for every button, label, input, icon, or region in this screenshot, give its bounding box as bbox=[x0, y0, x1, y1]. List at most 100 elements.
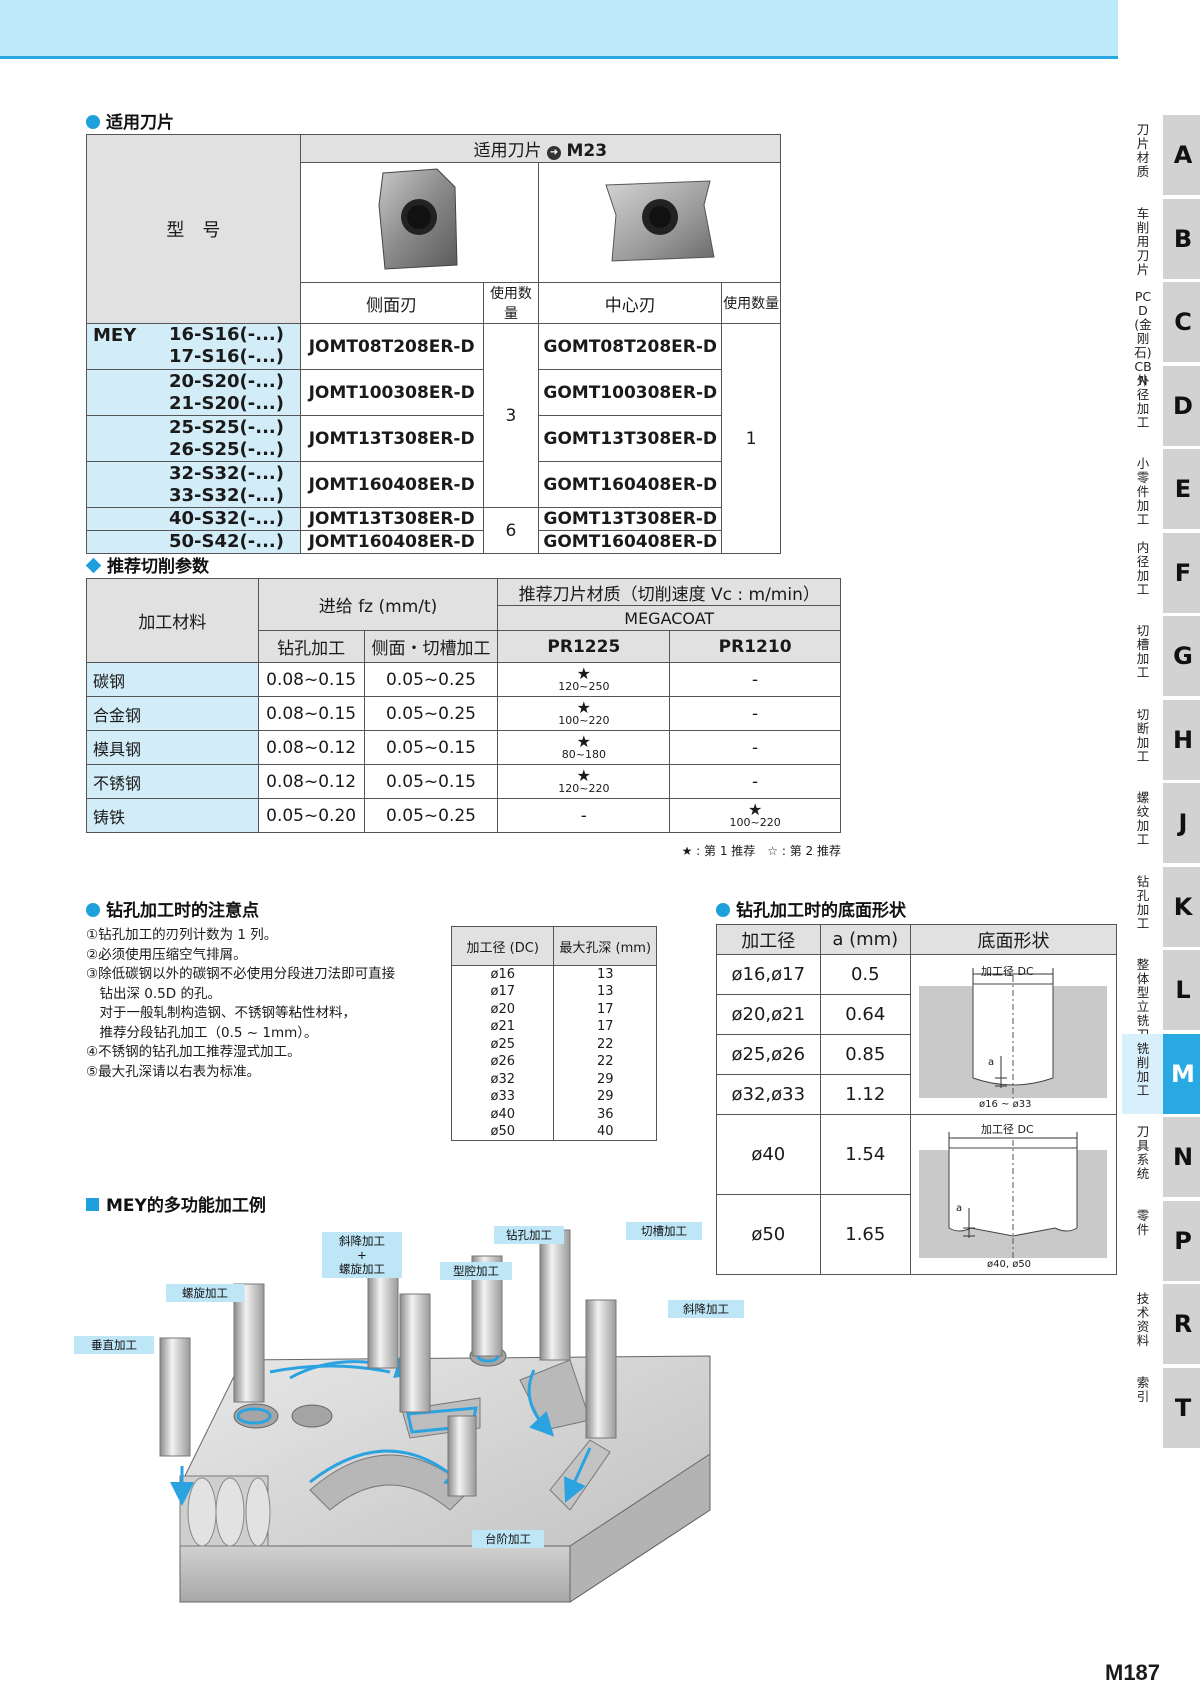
index-tab-g[interactable]: G bbox=[1163, 616, 1200, 696]
model-cell: MEY 16-S16(-...)17-S16(-...) bbox=[86, 323, 301, 370]
label-pocket: 型腔加工 bbox=[440, 1262, 512, 1280]
bullet-dot-icon bbox=[86, 903, 100, 917]
bottom-shape-diagram-small: 加工径 DC a ø16 ~ ø33 bbox=[910, 954, 1117, 1115]
diagram-a-label: a bbox=[956, 1203, 963, 1214]
side-insert-code: JOMT13T308ER-D bbox=[299, 415, 484, 462]
depth-max-cell: 13 bbox=[553, 983, 657, 1001]
index-tab-r[interactable]: R bbox=[1163, 1284, 1200, 1364]
star-legend: ★ : 第 1 推荐 ☆ : 第 2 推荐 bbox=[681, 844, 841, 858]
diagram-dc-label: 加工径 DC bbox=[981, 1123, 1034, 1136]
depth-col-dia: 加工径 (DC) bbox=[450, 926, 555, 966]
section-title-multifunction: MEY的多功能加工例 bbox=[86, 1191, 266, 1216]
index-tab-label: 钻孔加工 bbox=[1136, 873, 1150, 931]
grade1-cell: ★120~250 bbox=[497, 662, 671, 697]
index-tab-f[interactable]: F bbox=[1163, 532, 1200, 613]
index-tab-label: 螺纹加工 bbox=[1136, 790, 1150, 847]
note-line: ③除低碳钢以外的碳钢不必使用分段进刀法即可直接 bbox=[86, 966, 396, 982]
feed-drill-cell: 0.08~0.15 bbox=[257, 696, 365, 731]
index-tab-t[interactable]: T bbox=[1163, 1367, 1200, 1448]
bottom-shape-large-icon bbox=[919, 1131, 1107, 1261]
center-insert-code: GOMT13T308ER-D bbox=[538, 507, 723, 531]
feed-side-cell: 0.05~0.15 bbox=[363, 730, 499, 765]
grade-header: 推荐刀片材质（切削速度 Vc : m/min） bbox=[497, 578, 841, 606]
material-cell: 模具钢 bbox=[86, 730, 259, 765]
index-tab-m[interactable]: M bbox=[1163, 1033, 1200, 1114]
model-code: 17-S16(-...) bbox=[169, 346, 284, 367]
grade1-cell: ★120~220 bbox=[497, 764, 671, 799]
depth-max-cell: 29 bbox=[553, 1070, 657, 1088]
index-tab-h[interactable]: H bbox=[1163, 699, 1200, 780]
index-tab-e[interactable]: E bbox=[1163, 449, 1200, 529]
index-tab-label: 铣削加工 bbox=[1136, 1040, 1150, 1098]
grade2-cell: ★100~220 bbox=[669, 798, 841, 833]
shape-dia-cell: ø20,ø21 bbox=[716, 994, 821, 1035]
speed-value: 100~220 bbox=[729, 815, 781, 829]
bottom-shape-small-icon bbox=[919, 967, 1107, 1101]
feed-side-header: 侧面・切槽加工 bbox=[363, 630, 499, 663]
depth-max-cell: 17 bbox=[553, 1018, 657, 1036]
depth-dia-cell: ø25 bbox=[450, 1035, 555, 1053]
grade1-cell: ★80~180 bbox=[497, 730, 671, 765]
side-insert-code: JOMT13T308ER-D bbox=[299, 507, 484, 531]
label-drill: 钻孔加工 bbox=[494, 1226, 564, 1244]
index-tab-a[interactable]: A bbox=[1163, 115, 1200, 195]
depth-dia-cell: ø26 bbox=[450, 1053, 555, 1071]
depth-max-cell: 13 bbox=[553, 965, 657, 983]
material-cell: 碳钢 bbox=[86, 662, 259, 697]
center-insert-image bbox=[538, 162, 781, 283]
index-tab-p[interactable]: P bbox=[1163, 1200, 1200, 1281]
star-icon: ★ bbox=[576, 765, 592, 785]
multifunction-illustration bbox=[159, 1229, 711, 1603]
index-tab-label: 零件 bbox=[1136, 1207, 1150, 1237]
model-cell: 50-S42(-...) bbox=[86, 530, 301, 554]
note-line: ⑤最大孔深请以右表为标准。 bbox=[86, 1063, 261, 1080]
depth-dia-cell: ø40 bbox=[450, 1105, 555, 1123]
material-cell: 不锈钢 bbox=[86, 764, 259, 799]
index-tab-label: PCD(金刚石) CBN bbox=[1134, 289, 1152, 388]
material-header: 加工材料 bbox=[86, 578, 259, 663]
coating-header: MEGACOAT bbox=[497, 605, 841, 631]
shape-a-cell: 1.65 bbox=[819, 1194, 912, 1275]
index-tab-m-highlight bbox=[1122, 1033, 1163, 1114]
index-tab-c[interactable]: C bbox=[1163, 282, 1200, 362]
note-line: 推荐分段钻孔加工（0.5 ~ 1mm）。 bbox=[86, 1024, 318, 1041]
index-tab-k[interactable]: K bbox=[1163, 866, 1200, 947]
page-number: M187 bbox=[1105, 1660, 1161, 1685]
index-tab-j[interactable]: J bbox=[1163, 783, 1200, 863]
index-tab-l[interactable]: L bbox=[1163, 950, 1200, 1030]
qty-side-cell: 6 bbox=[482, 507, 540, 554]
note-line: ①钻孔加工的刃列计数为 1 列。 bbox=[86, 927, 278, 943]
grade2-cell: - bbox=[669, 764, 841, 799]
index-tab-d[interactable]: D bbox=[1163, 365, 1200, 446]
index-tab-b[interactable]: B bbox=[1163, 198, 1200, 279]
shape-dia-cell: ø25,ø26 bbox=[716, 1034, 821, 1075]
side-insert-code: JOMT160408ER-D bbox=[299, 461, 484, 508]
feed-side-cell: 0.05~0.25 bbox=[363, 662, 499, 697]
drill-notes: ①钻孔加工的刃列计数为 1 列。 ②必须使用压缩空气排屑。 ③除低碳钢以外的碳钢… bbox=[86, 926, 446, 1082]
insert-header: 适用刀片 ➜ M23 bbox=[299, 134, 782, 163]
index-tab-n[interactable]: N bbox=[1163, 1117, 1200, 1197]
model-code: 32-S32(-...) bbox=[169, 462, 284, 484]
material-cell: 合金钢 bbox=[86, 696, 259, 731]
index-tab-label: 切槽加工 bbox=[1136, 623, 1150, 680]
index-tab-label: 索引 bbox=[1136, 1374, 1150, 1404]
center-insert-code: GOMT160408ER-D bbox=[538, 461, 723, 508]
shape-col-shape: 底面形状 bbox=[910, 924, 1117, 955]
grade2-cell: - bbox=[669, 696, 841, 731]
speed-value: - bbox=[752, 771, 759, 792]
feed-drill-cell: 0.08~0.15 bbox=[257, 662, 365, 697]
label-ramp-helical-line: 斜降加工 bbox=[339, 1234, 385, 1248]
grade2-cell: - bbox=[669, 662, 841, 697]
side-insert-code: JOMT160408ER-D bbox=[299, 530, 484, 554]
center-insert-code: GOMT13T308ER-D bbox=[538, 415, 723, 462]
depth-dia-cell: ø33 bbox=[450, 1088, 555, 1106]
star-icon: ★ bbox=[747, 799, 763, 819]
star-icon: ★ bbox=[576, 731, 592, 751]
section-title-drill-notes: 钻孔加工时的注意点 bbox=[86, 896, 259, 921]
